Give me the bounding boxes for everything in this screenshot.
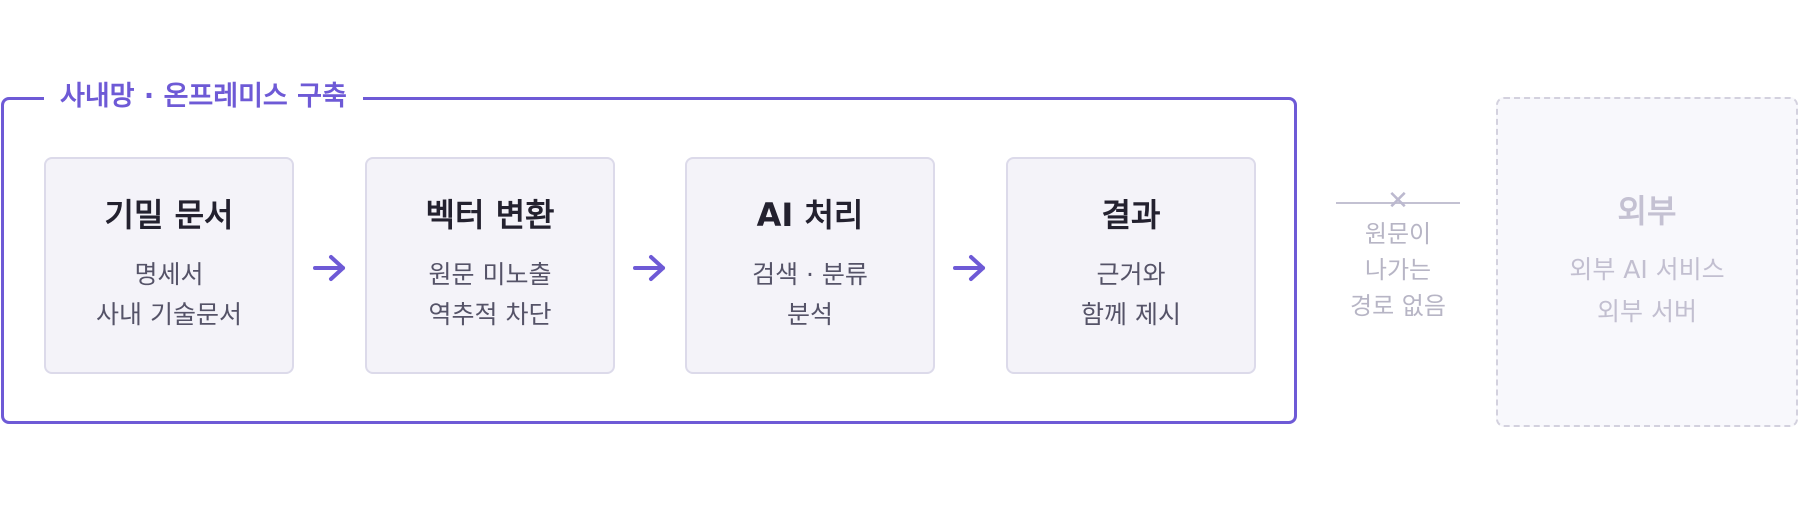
external-title: 외부 [1617,192,1677,230]
external-desc-line: 외부 서버 [1597,297,1697,326]
arrow-right-icon [633,255,665,281]
step-desc-line: 명세서 [134,260,204,289]
blocked-path: ✕ 원문이 나가는 경로 없음 [1336,186,1460,320]
step-confidential-docs: 기밀 문서 명세서 사내 기술문서 [44,157,294,374]
step-desc-line: 역추적 차단 [428,300,552,329]
step-description: 원문 미노출 역추적 차단 [367,255,613,335]
step-desc-line: 원문 미노출 [428,260,552,289]
blocked-path-label: 원문이 나가는 경로 없음 [1336,216,1460,324]
step-ai-processing: AI 처리 검색 · 분류 분석 [685,157,935,374]
step-desc-line: 분석 [786,300,833,329]
step-title: 결과 [1101,196,1161,234]
blocked-text-line: 나가는 [1364,256,1432,284]
step-title: 벡터 변환 [425,196,555,234]
step-result: 결과 근거와 함께 제시 [1006,157,1256,374]
step-desc-line: 함께 제시 [1081,300,1181,329]
step-title: 기밀 문서 [104,196,234,234]
external-desc-line: 외부 AI 서비스 [1569,255,1725,284]
step-title: AI 처리 [756,196,864,234]
arrow-right-icon [953,255,985,281]
frame-title: 사내망 · 온프레미스 구축 [44,80,363,114]
close-icon: ✕ [1387,186,1409,216]
step-description: 근거와 함께 제시 [1008,255,1254,335]
blocked-text-line: 원문이 [1364,220,1432,248]
blocked-text-line: 경로 없음 [1350,292,1446,320]
step-vector-conversion: 벡터 변환 원문 미노출 역추적 차단 [365,157,615,374]
blocked-line [1336,202,1460,204]
arrow-right-icon [313,255,345,281]
step-description: 검색 · 분류 분석 [687,255,933,335]
step-desc-line: 사내 기술문서 [96,300,242,329]
step-desc-line: 근거와 [1096,260,1166,289]
step-description: 명세서 사내 기술문서 [46,255,292,335]
onprem-boundary: 사내망 · 온프레미스 구축 [1,80,1297,424]
step-desc-line: 검색 · 분류 [752,260,868,289]
external-description: 외부 AI 서비스 외부 서버 [1498,249,1796,333]
external-zone: 외부 외부 AI 서비스 외부 서버 [1496,97,1798,427]
